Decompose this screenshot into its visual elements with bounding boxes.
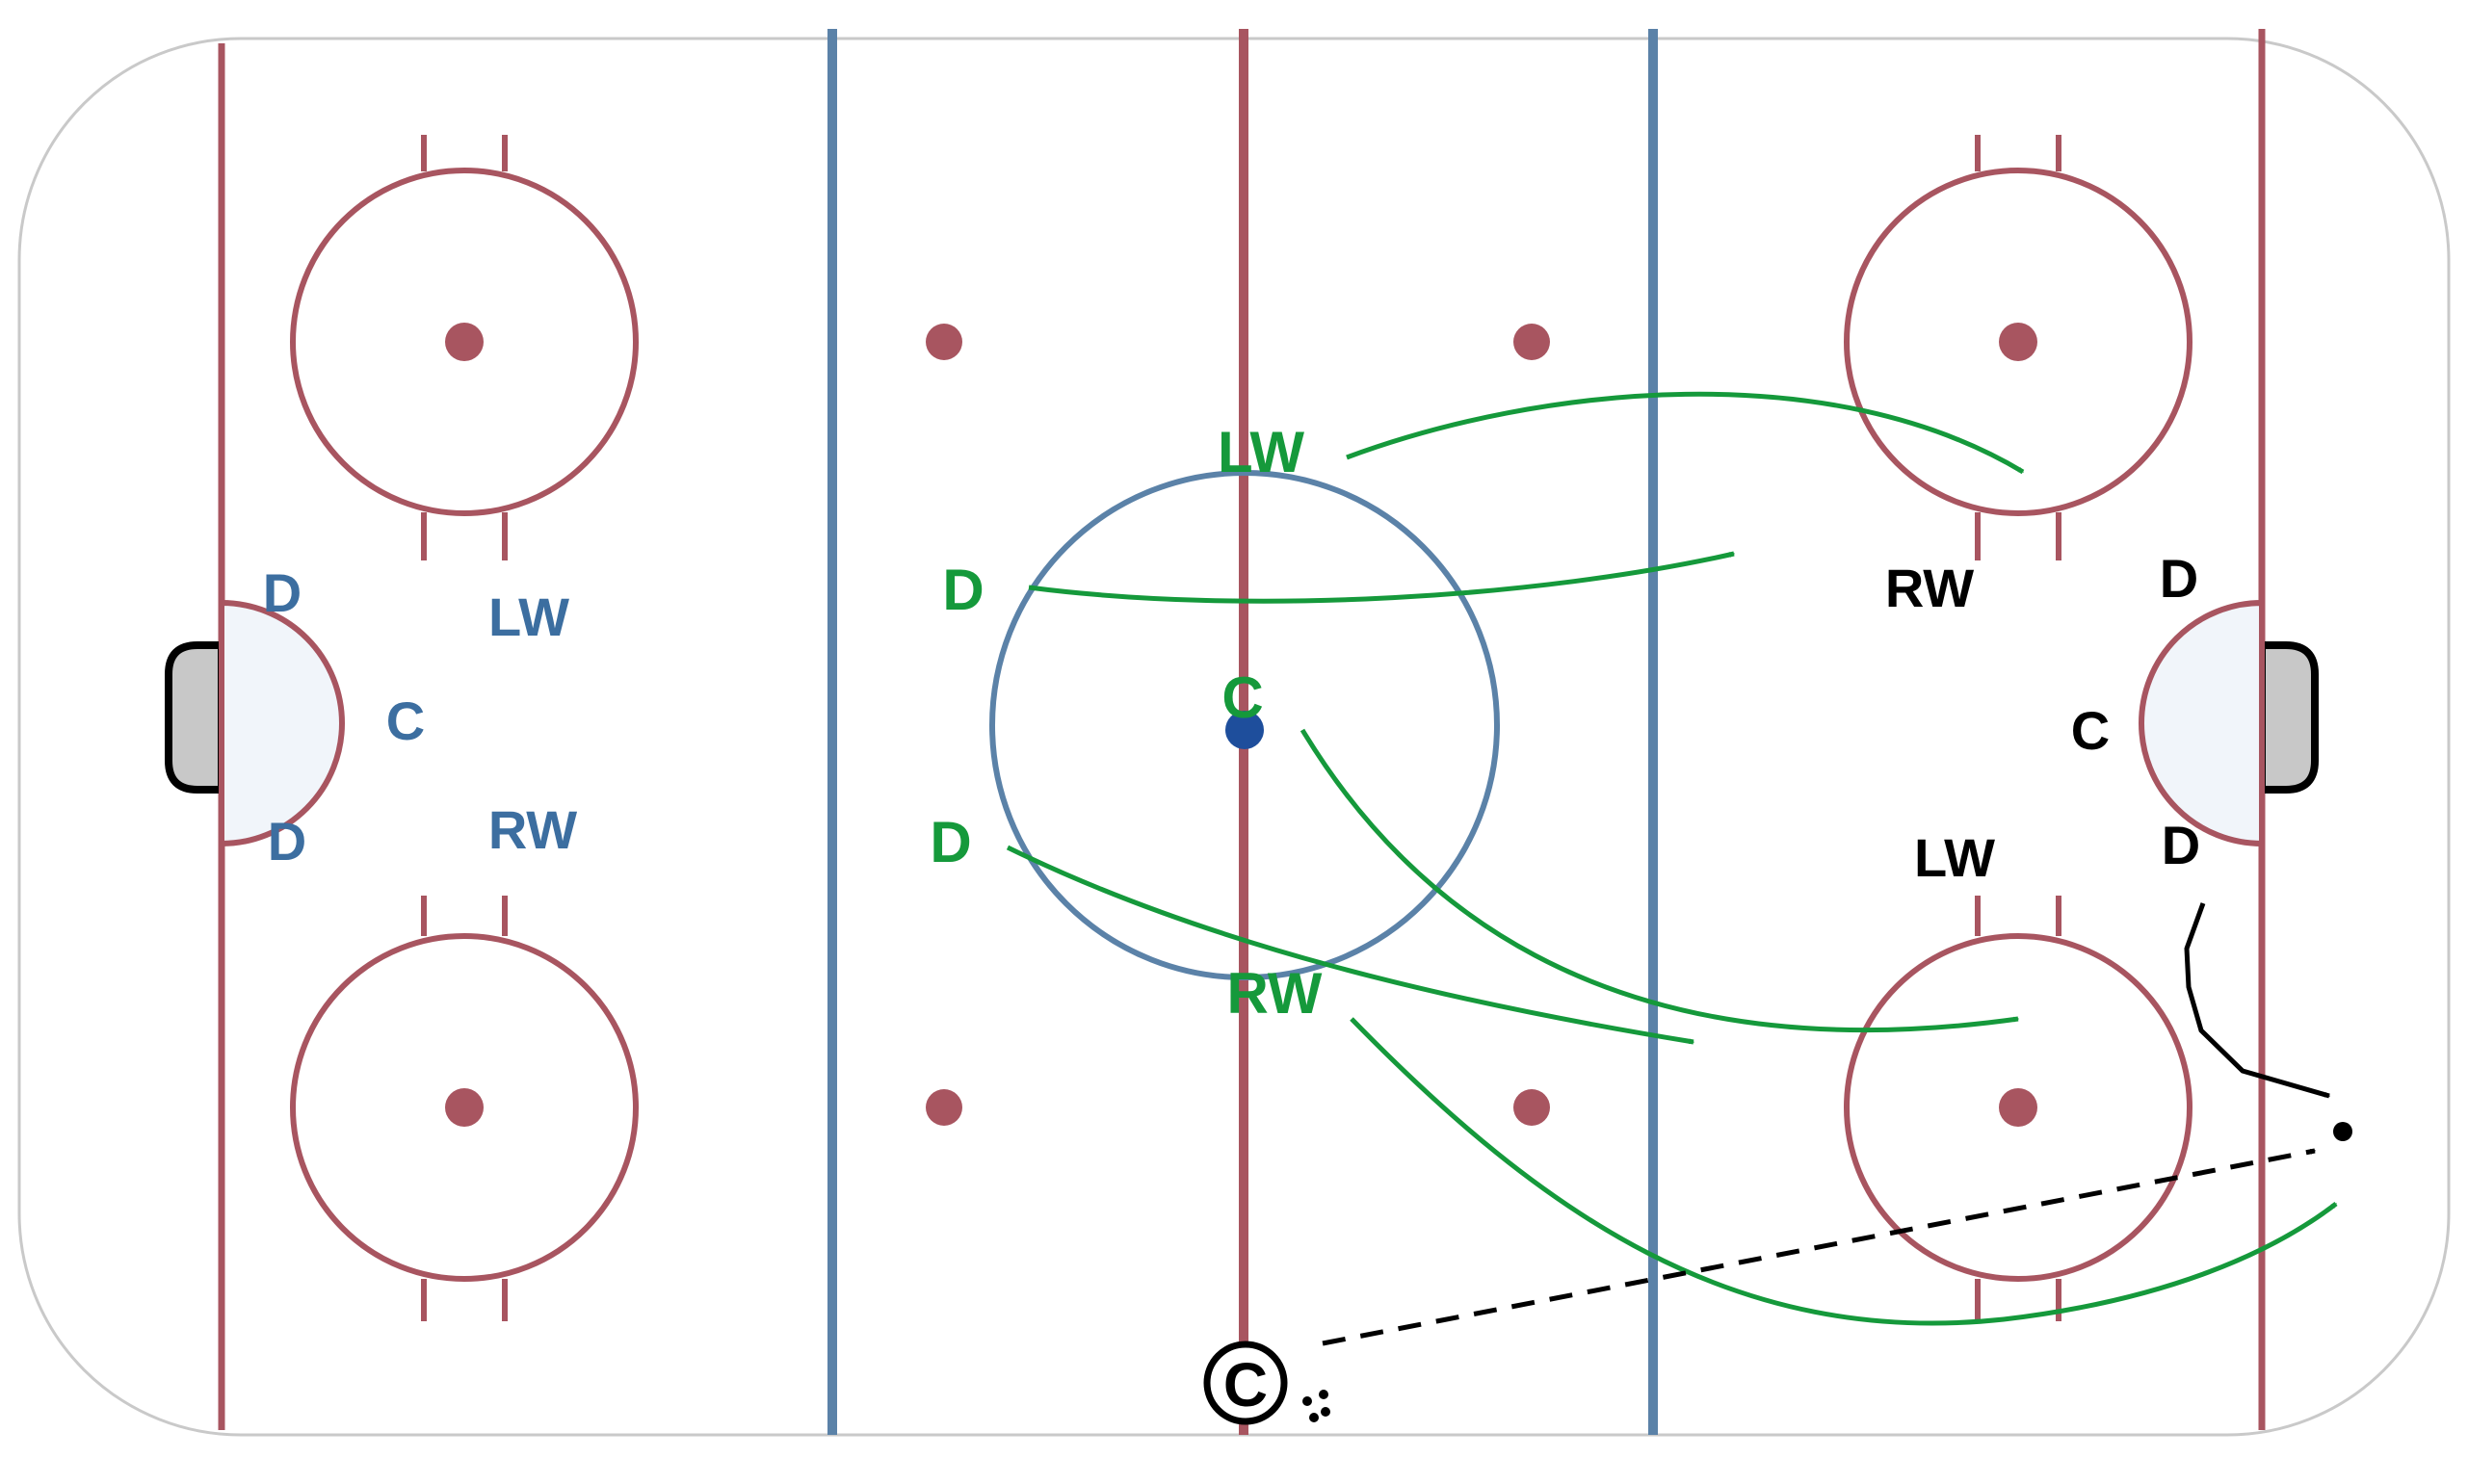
- puck: [1302, 1396, 1312, 1406]
- center-faceoff-dot: [1225, 711, 1264, 749]
- puck-target: [2333, 1122, 2352, 1141]
- center-faceoff-circle: [989, 470, 1500, 980]
- left-c-label: C: [386, 690, 425, 751]
- coach-marker-label: C: [1223, 1350, 1268, 1419]
- route-c: [1300, 728, 2020, 1033]
- neutral-dot: [1513, 324, 1550, 360]
- pass-line: [1322, 1148, 2317, 1346]
- puck: [1321, 1407, 1330, 1417]
- faceoff-dot: [1999, 1088, 2037, 1127]
- left-d-bottom-label: D: [268, 811, 306, 872]
- faceoff-dot: [445, 323, 484, 361]
- faceoff-circle-left-bottom: [290, 896, 639, 1321]
- neutral-dot: [926, 1089, 962, 1126]
- attack-d-bottom-label: D: [930, 810, 971, 874]
- attack-rw-label: RW: [1227, 961, 1323, 1026]
- route-rw: [1350, 1017, 2338, 1326]
- left-d-top-label: D: [263, 562, 302, 623]
- right-crease: [2139, 599, 2265, 847]
- attack-d-top-label: D: [942, 558, 984, 622]
- attack-lw-label: LW: [1218, 420, 1304, 484]
- right-lw-label: LW: [1914, 827, 1995, 888]
- puck: [1309, 1413, 1319, 1422]
- route-lw: [1346, 391, 2025, 475]
- faceoff-circle-right-bottom: [1844, 896, 2192, 1321]
- route-defender: [2184, 902, 2331, 1099]
- route-d-bottom: [1006, 845, 1695, 1045]
- puck: [1319, 1390, 1328, 1399]
- neutral-dot: [926, 324, 962, 360]
- faceoff-dot: [1999, 323, 2037, 361]
- attack-c-label: C: [1221, 665, 1263, 730]
- route-d-top: [1028, 551, 1736, 604]
- right-rw-label: RW: [1885, 558, 1974, 618]
- left-net: [165, 641, 225, 794]
- faceoff-circle-left-top: [290, 135, 639, 560]
- left-lw-label: LW: [488, 586, 569, 647]
- right-d-top-label: D: [2160, 548, 2198, 609]
- right-c-label: C: [2071, 700, 2110, 761]
- faceoff-dot: [445, 1088, 484, 1127]
- right-net: [2258, 641, 2319, 794]
- coach-marker-circle: [1203, 1341, 1288, 1425]
- right-d-bottom-label: D: [2162, 815, 2200, 875]
- faceoff-circle-right-top: [1844, 135, 2192, 560]
- left-rw-label: RW: [488, 799, 577, 860]
- neutral-dot: [1513, 1089, 1550, 1126]
- left-crease: [219, 599, 345, 847]
